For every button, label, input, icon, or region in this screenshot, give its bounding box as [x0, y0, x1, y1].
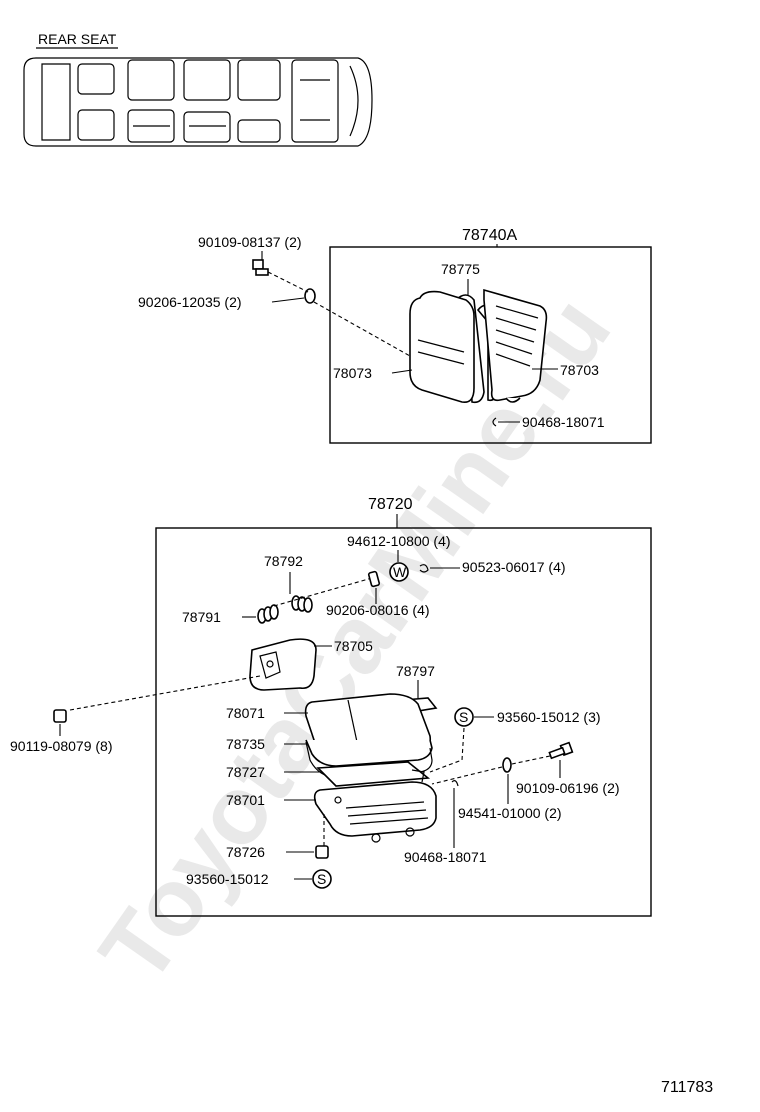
callout-78792: 78792 — [264, 553, 303, 569]
screw-s2-symbol: S — [317, 871, 326, 887]
vehicle-overview: REAR SEAT — [23, 31, 373, 147]
spring-icon-78791 — [257, 604, 279, 624]
seatback-group: 78740A 90109-08137 (2) 90206-12035 (2) — [138, 227, 652, 444]
clip-b-icon — [451, 780, 459, 787]
cushion-group: 78720 94612-10800 (4) W 90523-06017 (4) … — [10, 496, 652, 917]
stopper-icon — [315, 845, 329, 859]
callout-90468-18071: 90468-18071 — [522, 414, 605, 430]
washer-w-icon — [389, 562, 409, 582]
callout-90119-08079: 90119-08079 (8) — [10, 738, 112, 754]
washer-b-icon — [367, 570, 381, 588]
callout-78703: 78703 — [560, 362, 599, 378]
callout-90206-08016: 90206-08016 (4) — [326, 602, 430, 618]
callout-90109-06196: 90109-06196 (2) — [516, 780, 620, 796]
callout-78797: 78797 — [396, 663, 435, 679]
washer-symbol: W — [393, 564, 407, 580]
cushion-pad-78735 — [305, 739, 433, 779]
cushion-subpad-78727 — [316, 761, 431, 787]
bolt-icon — [252, 259, 269, 276]
callout-90206-12035: 90206-12035 (2) — [138, 294, 242, 310]
callout-90468-18071-b: 90468-18071 — [404, 849, 487, 865]
callout-94541-01000: 94541-01000 (2) — [458, 805, 562, 821]
callout-78726: 78726 — [226, 844, 265, 860]
seatback-assembly-box — [329, 246, 652, 444]
callout-90523-06017: 90523-06017 (4) — [462, 559, 566, 575]
hinge-bracket-78705 — [249, 638, 317, 691]
callout-93560-15012: 93560-15012 — [186, 871, 269, 887]
callout-78735: 78735 — [226, 736, 265, 752]
callout-78775: 78775 — [441, 261, 480, 277]
callout-78071: 78071 — [226, 705, 265, 721]
nut-b-icon — [502, 757, 512, 773]
cushion-frame-78701 — [313, 781, 437, 843]
washer-icon — [304, 288, 316, 304]
screw-s-symbol: S — [459, 709, 468, 725]
cushion-assembly-label: 78720 — [368, 496, 413, 513]
small-clip-icon — [419, 564, 429, 573]
spring-icon-78792 — [291, 595, 313, 613]
seatback-assembly-label: 78740A — [462, 227, 517, 244]
callout-78073: 78073 — [333, 365, 372, 381]
nut-icon — [53, 709, 67, 723]
bolt-b-icon — [548, 741, 574, 760]
screw-s2-icon — [312, 869, 332, 889]
callout-94612-10800: 94612-10800 (4) — [347, 533, 451, 549]
callout-78701: 78701 — [226, 792, 265, 808]
callout-90109-08137: 90109-08137 (2) — [198, 234, 302, 250]
screw-s-icon — [454, 707, 474, 727]
section-label: REAR SEAT — [38, 31, 117, 47]
callout-78791: 78791 — [182, 609, 221, 625]
callout-78727: 78727 — [226, 764, 265, 780]
seatback-frame-78703 — [483, 288, 548, 403]
callout-78705: 78705 — [334, 638, 373, 654]
cushion-assembly-box — [155, 527, 652, 917]
callout-93560-15012-3: 93560-15012 (3) — [497, 709, 601, 725]
clip-icon — [492, 417, 497, 427]
diagram-id: 711783 — [661, 1079, 713, 1096]
